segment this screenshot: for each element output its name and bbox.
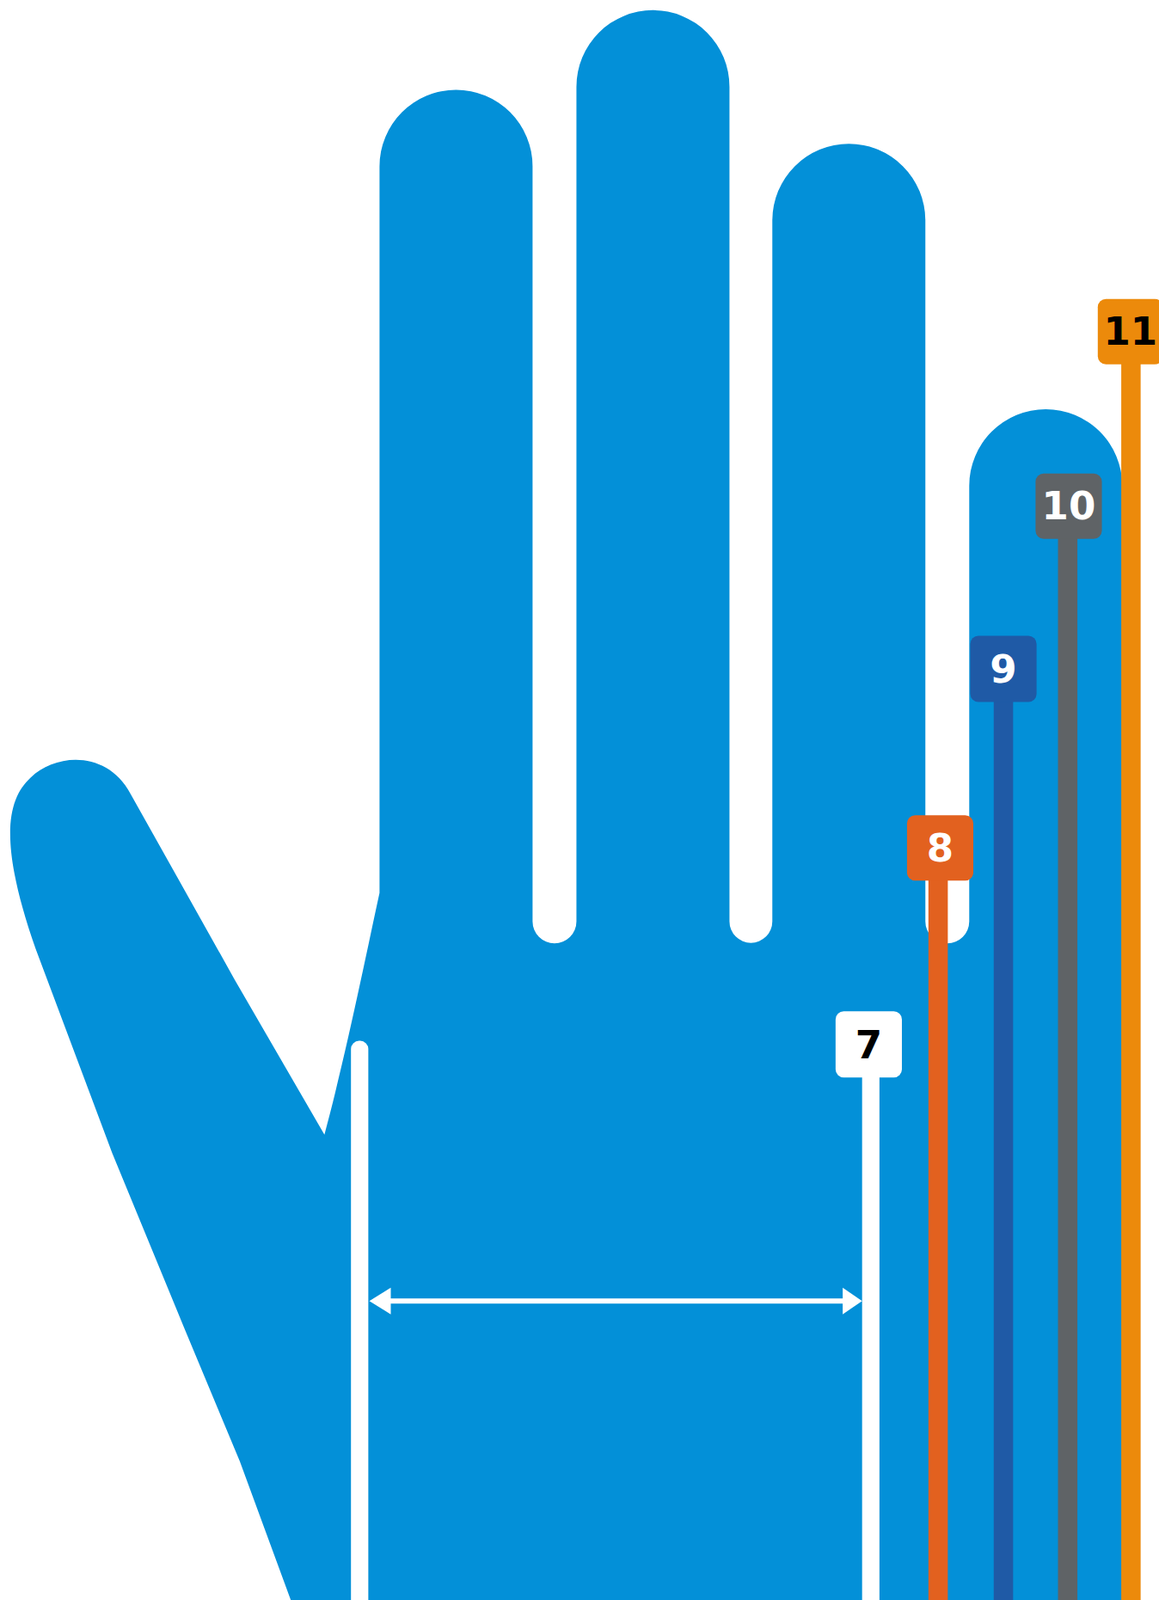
arrow-head <box>842 1287 863 1315</box>
size-number: 11 <box>1103 312 1158 351</box>
size-number: 10 <box>1042 486 1097 526</box>
measure-line <box>862 1060 880 1600</box>
hand-shape <box>10 10 1123 1600</box>
size-number: 7 <box>855 1024 883 1064</box>
arrow-head <box>369 1287 392 1315</box>
measure-line <box>350 1041 368 1600</box>
size-tag: 7 <box>835 1011 902 1078</box>
size-tag: 8 <box>907 815 974 881</box>
size-tag: 10 <box>1035 473 1102 540</box>
size-tag: 11 <box>1097 299 1159 365</box>
size-number: 9 <box>989 649 1017 688</box>
width-arrow <box>382 1298 849 1304</box>
size-line <box>1058 520 1079 1600</box>
size-number: 8 <box>926 828 954 868</box>
size-line <box>928 867 949 1600</box>
size-line <box>993 683 1014 1600</box>
size-line <box>1121 347 1141 1600</box>
size-tag: 9 <box>969 635 1037 702</box>
